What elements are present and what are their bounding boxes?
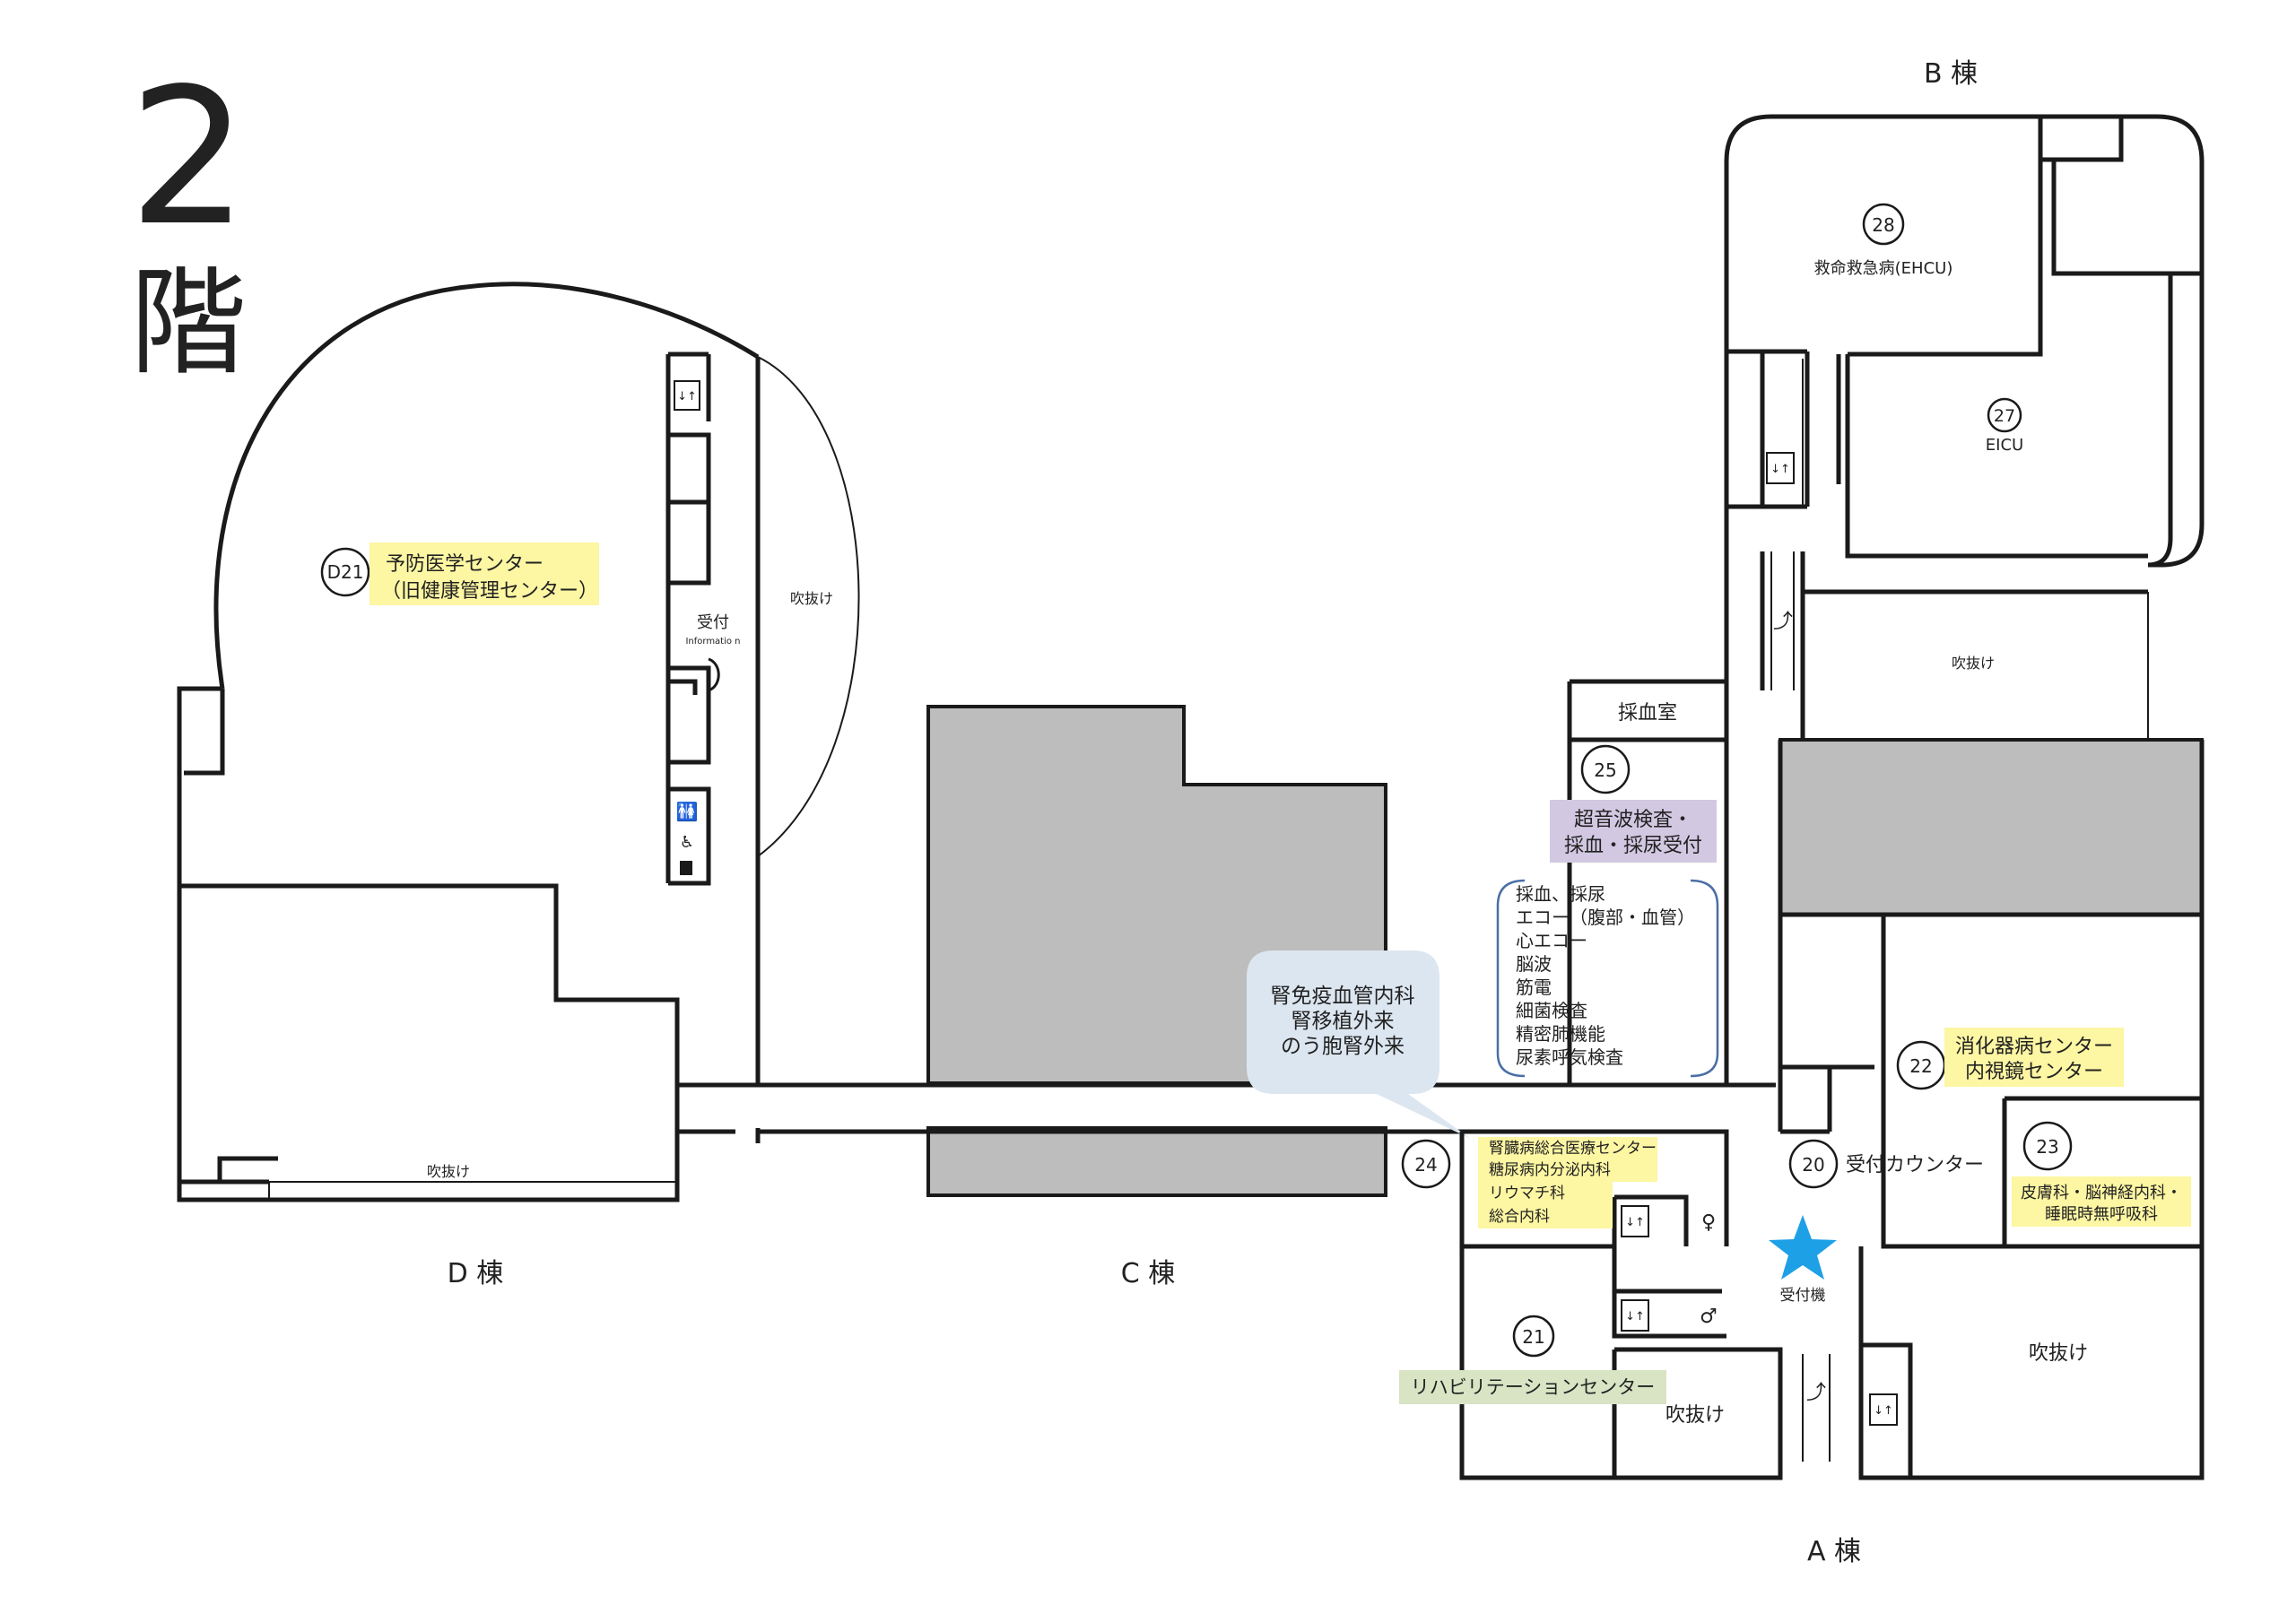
male-icon: ♂ [1700,1306,1718,1328]
room-label-25-line1: 超音波検査・ [1574,809,1692,831]
room-number-27: 27 [1994,406,2015,426]
room-number-22: 22 [1909,1055,1932,1077]
elevator-icon: ↓↑ [674,380,700,411]
atrium-b: 吹抜け [1952,655,1995,672]
restroom-icon: 🚻 [676,801,699,822]
room-label-22-line2: 内視鏡センター [1965,1061,2103,1083]
room-label-bg [370,542,599,605]
elevator-icon: ↓↑ [1621,1299,1649,1332]
atrium-d-bottom: 吹抜け [427,1163,470,1180]
elevator-icon: ↓↑ [1869,1393,1898,1426]
callout-line3: のう胞腎外来 [1281,1035,1405,1058]
reception-icon [708,657,720,692]
svg-text:↓↑: ↓↑ [1874,1404,1893,1418]
escalator-icon: ⤴ [1773,611,1793,633]
test-item: 細菌検査 [1516,1000,1587,1021]
svg-text:🚻: 🚻 [676,801,699,822]
room-label-25-line2: 採血・採尿受付 [1564,835,1702,857]
atrium-a-right: 吹抜け [2029,1342,2088,1365]
room-label-bg [1478,1137,1657,1182]
kiosk-label: 受付機 [1780,1287,1826,1305]
room-label-21: リハビリテーションセンター [1411,1376,1656,1398]
room-label-24-line2: 糖尿病内分泌内科 [1489,1161,1611,1179]
room-label-23-line1: 皮膚科・脳神経内科・ [2021,1184,2182,1202]
building-label-b: B 棟 [1924,58,1978,90]
floor-kanji: 階 [130,255,247,391]
room-number-23: 23 [2036,1136,2058,1158]
floor-number: 2 [128,48,248,267]
svg-text:↓↑: ↓↑ [1625,1216,1645,1229]
room-number-25: 25 [1594,759,1616,781]
room-label-bg [2012,1176,2191,1227]
test-list-bracket [1496,879,1719,1078]
room-number-circle [320,547,370,597]
room-label-bg [1399,1370,1666,1404]
test-list: 採血、採尿 エコー（腹部・血管） 心エコー 脳波 筋電 細菌検査 精密肺機能 尿… [1516,883,1695,1068]
star-icon [1769,1215,1837,1280]
room-label-23-line2: 睡眠時無呼吸科 [2045,1205,2158,1224]
room-label-bg [1944,1028,2124,1087]
callout-line1: 腎免疫血管内科 [1271,985,1415,1008]
building-ab [1459,114,2205,1480]
room-label-d21-line2: （旧健康管理センター） [381,580,598,603]
room-label-bg [1478,1182,1613,1228]
building-label-a: A 棟 [1807,1536,1861,1567]
restroom-male-icon [680,861,692,875]
blood-room-label: 採血室 [1618,702,1677,725]
room-label-24-line3: リウマチ科 [1489,1185,1565,1202]
svg-text:↓↑: ↓↑ [1625,1310,1645,1324]
room-label-22-line1: 消化器病センター [1955,1036,2113,1058]
test-item: 脳波 [1516,953,1552,975]
test-item: 筋電 [1516,976,1552,998]
building-label-c: C 棟 [1121,1258,1175,1289]
building-d: ↓↑ 🚻 ♿ [177,282,860,1202]
escalator-icon: ⤴ [1806,1382,1826,1404]
room-label-24-line1: 腎臓病総合医療センター [1489,1140,1657,1158]
room-label-bg [1550,800,1717,863]
building-label-d: D 棟 [448,1258,504,1289]
atrium-d-round: 吹抜け [790,590,833,607]
room-label-27: EICU [1986,436,2023,455]
reception-d-sub: Informatio n [685,637,740,647]
svg-text:♿: ♿ [680,833,694,852]
room-number-d21: D21 [327,561,364,583]
room-label-24-line4: 総合内科 [1489,1208,1550,1226]
callout-bubble: 腎免疫血管内科 腎移植外来 のう胞腎外来 [1247,950,1471,1139]
test-item: 精密肺機能 [1516,1023,1605,1045]
test-item: 採血、採尿 [1516,883,1605,905]
accessible-icon: ♿ [680,833,694,852]
test-item: 尿素呼気検査 [1516,1046,1623,1068]
reception-d-label: 受付 [697,613,729,632]
room-number-20: 20 [1802,1154,1824,1176]
room-number-28: 28 [1872,214,1894,236]
room-label-d21-line1: 予防医学センター [386,553,544,576]
elevator-icon: ↓↑ [1766,452,1795,484]
test-item: エコー（腹部・血管） [1516,907,1695,928]
elevator-icon: ↓↑ [1621,1205,1649,1237]
room-label-20: 受付カウンター [1846,1154,1984,1176]
room-number-21: 21 [1522,1326,1544,1348]
atrium-a-left: 吹抜け [1665,1404,1725,1427]
test-item: 心エコー [1516,930,1587,951]
room-number-24: 24 [1414,1154,1437,1176]
svg-text:↓↑: ↓↑ [1770,463,1790,476]
room-label-28: 救命救急病(EHCU) [1814,259,1953,278]
callout-line2: 腎移植外来 [1292,1010,1395,1033]
female-icon: ♀ [1701,1211,1716,1234]
svg-text:↓↑: ↓↑ [677,390,697,404]
